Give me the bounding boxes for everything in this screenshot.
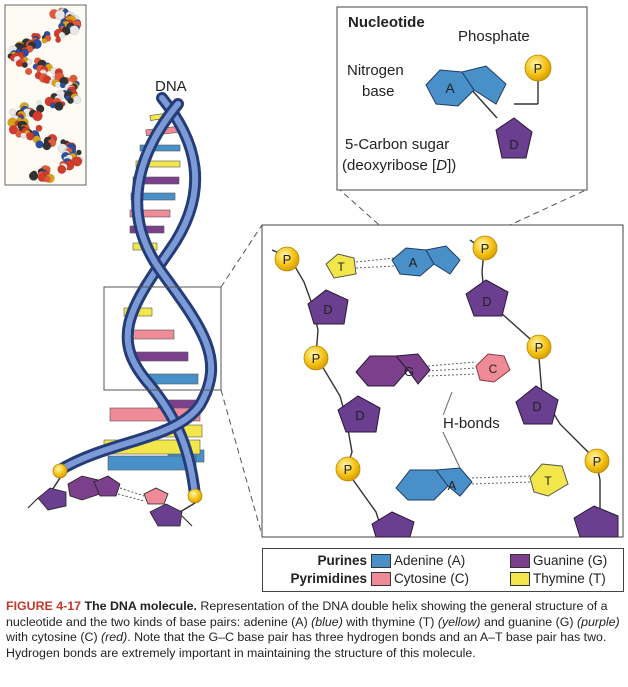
atom xyxy=(35,124,43,132)
glyph-phosphate: P xyxy=(312,351,321,366)
glyph-thymine: T xyxy=(544,474,552,488)
legend-purines-label: Purines xyxy=(317,553,367,568)
glyph-phosphate: P xyxy=(534,61,543,76)
h-bonds-label: H-bonds xyxy=(441,415,502,432)
legend-cytosine-label: Cytosine (C) xyxy=(394,571,470,586)
glyph-phosphate: P xyxy=(535,340,544,355)
sugar-label-post: ]) xyxy=(447,157,457,174)
atom xyxy=(32,110,43,122)
atom xyxy=(72,95,82,105)
nitrogen-base-label-line1: Nitrogen xyxy=(347,62,404,79)
atom xyxy=(54,9,66,21)
sugar-label-d: D xyxy=(436,157,448,174)
legend xyxy=(262,548,624,592)
glyph-phosphate: P xyxy=(344,462,353,477)
glyph-deoxyribose: D xyxy=(532,399,541,414)
atom xyxy=(15,59,23,67)
legend-guanine-swatch xyxy=(510,553,530,568)
atom xyxy=(8,125,19,135)
atom xyxy=(41,38,48,44)
glyph-deoxyribose: D xyxy=(509,137,518,152)
caption-text-4: with cytosine (C) xyxy=(6,630,102,644)
atom xyxy=(44,175,51,183)
glyph-adenine: A xyxy=(445,80,455,96)
space-filling-model-image xyxy=(4,4,87,186)
atom xyxy=(9,108,17,116)
atom xyxy=(76,149,82,156)
figure-caption: FIGURE 4-17 The DNA molecule. Representa… xyxy=(6,599,622,661)
atom xyxy=(57,165,67,174)
glyph-adenine: A xyxy=(448,478,457,493)
caption-text-3: and guanine (G) xyxy=(480,614,577,629)
glyph-deoxyribose: D xyxy=(482,294,491,309)
glyph-phosphate: P xyxy=(481,241,490,256)
atom xyxy=(35,140,44,149)
atom xyxy=(21,62,28,69)
atom xyxy=(72,156,83,167)
legend-pyrimidines-label: Pyrimidines xyxy=(290,571,367,586)
atom xyxy=(69,25,80,36)
atom xyxy=(28,171,39,181)
legend-thymine-swatch xyxy=(510,571,530,586)
glyph-thymine: T xyxy=(337,260,345,274)
dna-label: DNA xyxy=(155,78,187,95)
atom xyxy=(58,31,66,39)
caption-text-1: Representation of the DNA double helix s… xyxy=(6,599,608,629)
atom xyxy=(54,101,64,111)
sugar-label-line1: 5-Carbon sugar xyxy=(345,136,450,153)
figure-title: The DNA molecule. xyxy=(84,599,197,613)
nucleotide-inset xyxy=(336,6,588,191)
nucleotide-title: Nucleotide xyxy=(348,14,425,31)
legend-adenine-label: Adenine (A) xyxy=(394,553,466,568)
caption-blue: (blue) xyxy=(311,614,343,629)
atom xyxy=(55,37,61,43)
legend-row-purines: Purines Adenine (A) Guanine (G) xyxy=(306,553,607,568)
legend-adenine-swatch xyxy=(371,553,391,568)
glyph-phosphate: P xyxy=(283,252,292,267)
helix-bottom-nucleotides xyxy=(27,463,203,527)
atom xyxy=(42,141,52,151)
caption-red: (red) xyxy=(101,630,128,644)
helix-backbone xyxy=(54,92,218,501)
legend-row-pyrimidines: Pyrimidines Cytosine (C) Thymine (T) xyxy=(275,571,606,586)
legend-thymine-label: Thymine (T) xyxy=(533,571,606,586)
sugar-label-pre: (deoxyribose [ xyxy=(342,157,437,174)
legend-guanine-label: Guanine (G) xyxy=(533,553,608,568)
glyph-guanine: G xyxy=(404,364,414,379)
caption-text-5: . Note that the G–C base pair has three … xyxy=(6,630,607,660)
atom xyxy=(25,67,33,76)
caption-purple: (purple) xyxy=(576,614,620,629)
atom xyxy=(26,58,33,65)
figure-number: FIGURE 4-17 xyxy=(6,599,82,613)
base-pairs-detail xyxy=(261,224,624,538)
legend-cytosine-swatch xyxy=(371,571,391,586)
nitrogen-base-label-line2: base xyxy=(362,83,395,100)
atom xyxy=(67,97,74,104)
atom xyxy=(20,132,27,139)
caption-yellow: (yellow) xyxy=(437,614,481,629)
phosphate-label: Phosphate xyxy=(458,28,530,45)
sugar-label-line2: (deoxyribose [D]) xyxy=(342,157,456,174)
caption-text-2: with thymine (T) xyxy=(342,614,438,629)
glyph-deoxyribose: D xyxy=(323,302,332,317)
glyph-deoxyribose: D xyxy=(355,408,364,423)
dna-diagram: P A D P P P P P P D D D D T A G C A T xyxy=(4,4,624,538)
glyph-cytosine: C xyxy=(489,362,498,376)
glyph-adenine: A xyxy=(409,255,418,270)
glyph-phosphate: P xyxy=(593,454,602,469)
